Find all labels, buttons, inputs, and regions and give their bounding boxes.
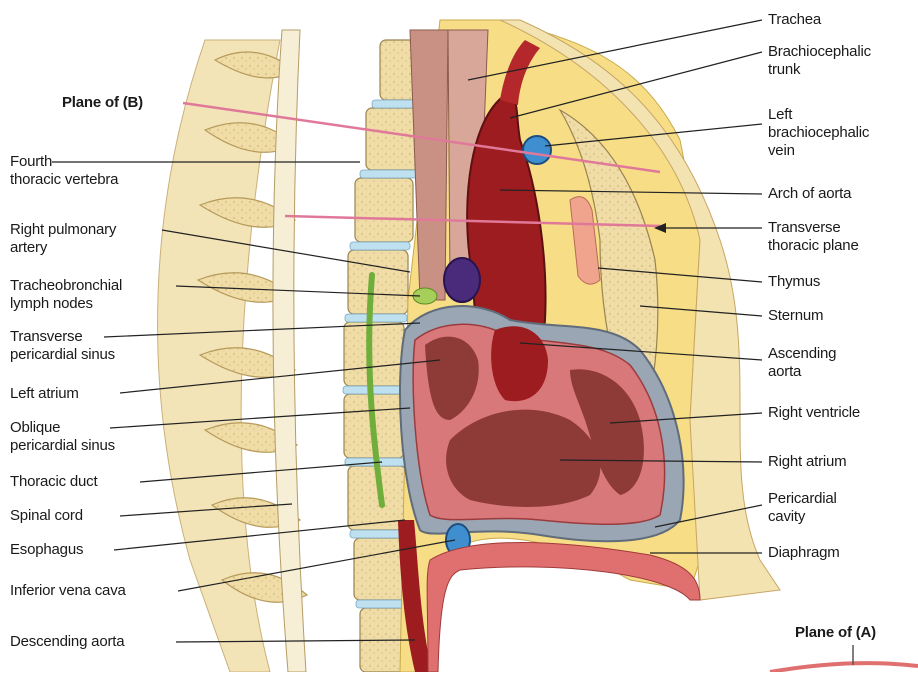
diaphragm-band — [427, 543, 700, 673]
label-thymus: Thymus — [768, 273, 820, 291]
label-diaphragm: Diaphragm — [768, 544, 840, 562]
label-sternum: Sternum — [768, 307, 823, 325]
label-transverse-thoracic-plane: Transverse thoracic plane — [768, 219, 859, 255]
brachiocephalic-vein — [523, 136, 551, 164]
label-ascending-aorta: Ascending aorta — [768, 345, 836, 381]
label-left-atrium: Left atrium — [10, 385, 79, 403]
label-oblique-pericardial-sinus: Oblique pericardial sinus — [10, 419, 115, 455]
label-trachea: Trachea — [768, 11, 821, 29]
label-right-ventricle: Right ventricle — [768, 404, 860, 422]
label-right-pulmonary-artery: Right pulmonary artery — [10, 221, 116, 257]
label-pericardial-cavity: Pericardial cavity — [768, 490, 837, 526]
label-esophagus: Esophagus — [10, 541, 83, 559]
label-plane-a: Plane of (A) — [795, 624, 876, 642]
label-thoracic-duct: Thoracic duct — [10, 473, 97, 491]
label-transverse-pericardial-sinus: Transverse pericardial sinus — [10, 328, 115, 364]
pulmonary-artery — [444, 258, 480, 302]
label-left-brachiocephalic-vein: Left brachiocephalic vein — [768, 106, 869, 160]
label-fourth-thoracic-vertebra: Fourth thoracic vertebra — [10, 153, 118, 189]
spinal-cord — [273, 30, 306, 672]
label-brachiocephalic-trunk: Brachiocephalic trunk — [768, 43, 871, 79]
label-right-atrium: Right atrium — [768, 453, 846, 471]
label-inferior-vena-cava: Inferior vena cava — [10, 582, 126, 600]
label-descending-aorta: Descending aorta — [10, 633, 124, 651]
label-tracheobronchial-lymph-nodes: Tracheobronchial lymph nodes — [10, 277, 122, 313]
plane-a-marker — [770, 663, 918, 672]
label-arch-of-aorta: Arch of aorta — [768, 185, 851, 203]
label-plane-b: Plane of (B) — [62, 94, 143, 112]
label-spinal-cord: Spinal cord — [10, 507, 83, 525]
